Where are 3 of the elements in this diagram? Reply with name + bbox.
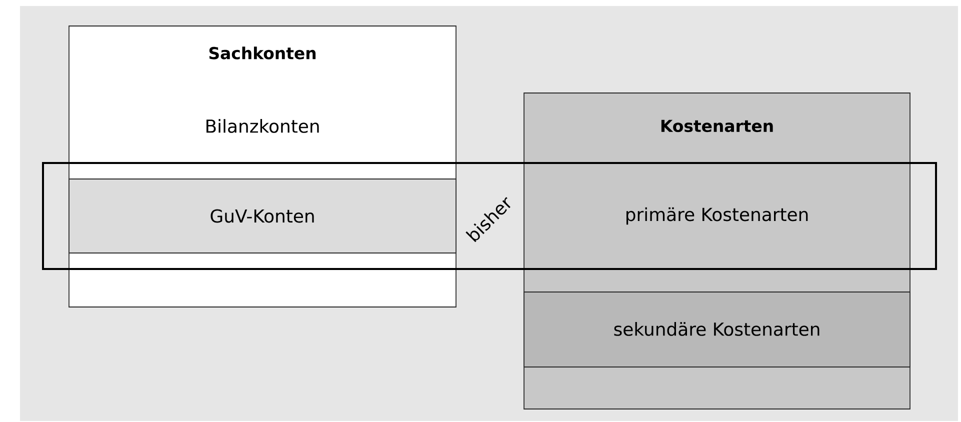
- account-band: GuV-Konten: [68, 178, 456, 254]
- section-label: primäre Kostenarten: [626, 207, 808, 225]
- cost-type-band: sekundäre Kostenarten: [524, 292, 910, 368]
